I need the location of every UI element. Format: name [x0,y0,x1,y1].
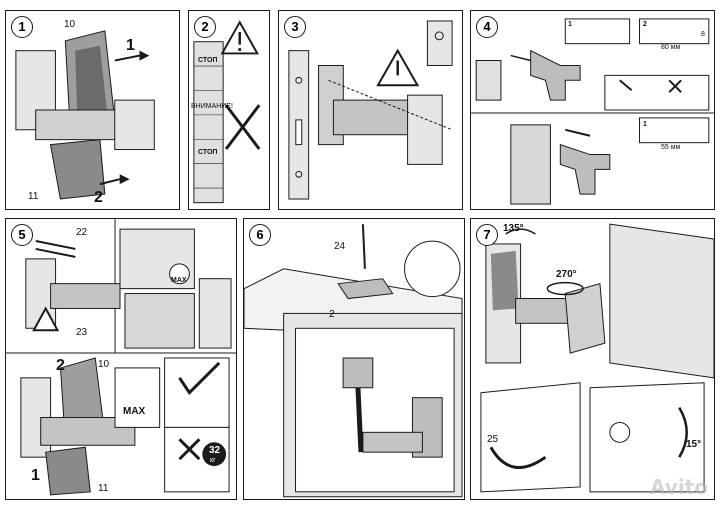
weight-limit-value: 32 [209,445,221,456]
step-5-panel: 5 22 23 10 11 MAX MAX 32 кг 2 1 [5,218,237,500]
level-alignment-drawing [288,20,453,200]
dimension-55mm: 55 мм [661,144,681,151]
step-7-panel: 7 135° 270° 15° 25 [470,218,715,500]
part-label-10: 10 [64,19,76,30]
step-7-number: 7 [476,224,498,246]
arrow-label-1: 1 [126,37,135,54]
step-6-number: 6 [249,224,271,246]
mount-assembly-drawing [6,219,236,496]
step-3-number: 3 [284,16,306,38]
step-6-panel: 6 24 2 [243,218,465,500]
wall-drilling-warning-drawing [193,20,261,204]
tilt-angle-15: 15° [686,439,702,450]
part-label-2: 2 [329,309,335,320]
part-label-24: 24 [334,241,346,252]
box-1-label: 1 [568,21,572,28]
diameter-label: 8 [701,31,705,38]
step-3-panel: 3 [278,10,463,210]
avito-watermark: Avito [650,475,708,499]
step-2-number: 2 [194,16,216,38]
step-4-number: 4 [476,16,498,38]
step-2-panel: 2 СТОП ВНИМАНИЕ! СТОП [188,10,270,210]
weight-limit-unit: кг [210,457,216,464]
stop-sign-top: СТОП [198,57,218,64]
arrow-label-1: 1 [31,467,40,484]
step-4-panel: 4 1 2 80 мм 1 55 мм 8 [470,10,715,210]
part-label-23: 23 [76,327,88,338]
drilling-instructions-drawing [471,18,714,205]
rotation-angle-270: 270° [556,269,577,280]
part-label-11: 11 [98,483,109,494]
tv-adjustment-drawing [480,223,714,493]
attention-label: ВНИМАНИЕ! [191,103,233,110]
tv-plate-mounting-drawing [244,224,463,498]
rotation-angle-135: 135° [503,223,524,234]
part-label-10: 10 [98,359,110,370]
step-1-number: 1 [11,16,33,38]
max-label-b: MAX [123,406,146,417]
part-label-22: 22 [76,227,88,238]
step-5-number: 5 [11,224,33,246]
arrow-label-2: 2 [94,189,103,206]
part-label-25: 25 [487,434,499,445]
max-label-a: MAX [171,277,187,284]
part-label-11: 11 [28,191,39,202]
dimension-80mm: 80 мм [661,44,681,51]
stop-sign-bottom: СТОП [198,149,218,156]
wall-mount-drawing [15,30,155,200]
arrow-label-2: 2 [56,357,65,374]
box-2-label: 2 [643,21,647,28]
step-1-panel: 1 10 11 1 2 [5,10,180,210]
box-1b-label: 1 [643,121,647,128]
